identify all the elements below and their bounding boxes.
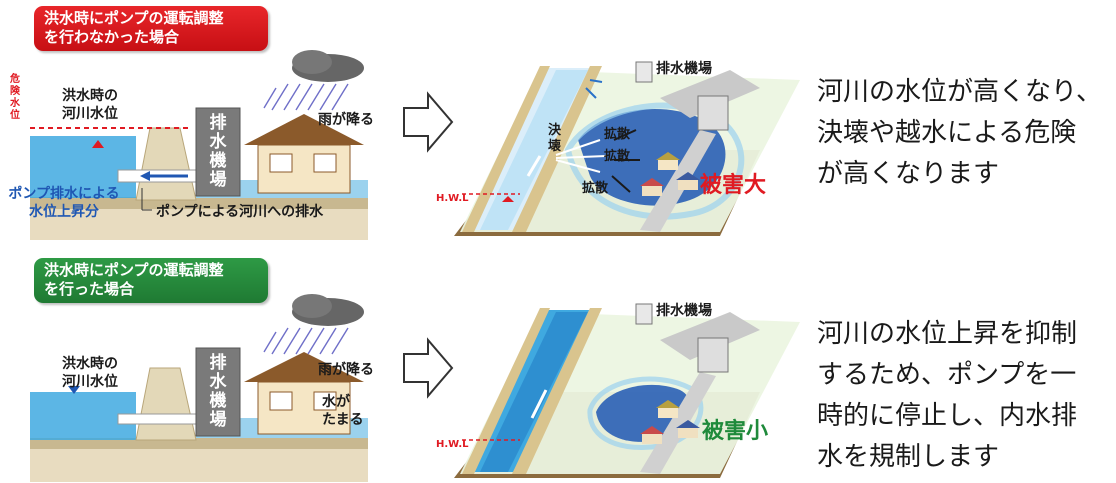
svg-text:場: 場 — [210, 170, 227, 190]
desc-line-1: 河川の水位上昇を抑制 — [817, 319, 1078, 349]
svg-text:河川水位: 河川水位 — [62, 373, 118, 390]
description-no-adjustment: 河川の水位が高くなり、 決壊や越水による危険 が高くなります — [817, 72, 1102, 195]
svg-text:拡散: 拡散 — [582, 180, 609, 196]
description-with-adjustment: 河川の水位上昇を抑制 するため、ポンプを一 時的に停止し、内水排 水を規制します — [817, 314, 1077, 478]
pooling-label: 水が たまる — [322, 393, 364, 428]
svg-text:洪水時の: 洪水時の — [62, 87, 118, 104]
desc-line-4: 水を規制します — [817, 442, 1000, 472]
rain-label: 雨が降る — [318, 361, 374, 378]
svg-text:水が: 水が — [322, 393, 351, 410]
breach-label: 決 壊 — [548, 122, 562, 154]
svg-text:拡散: 拡散 — [604, 148, 631, 164]
svg-text:水: 水 — [9, 96, 21, 109]
rain-label: 雨が降る — [318, 111, 374, 128]
svg-text:危: 危 — [10, 72, 20, 85]
scenario-title-with-adjustment: 洪水時にポンプの運転調整 を行った場合 — [34, 258, 268, 303]
pump-drain-label: ポンプによる河川への排水 — [156, 203, 324, 220]
transition-arrow — [403, 91, 454, 153]
svg-text:河川水位: 河川水位 — [62, 105, 118, 122]
danger-level-label: 危 険 水 位 — [9, 72, 21, 121]
svg-text:機: 機 — [210, 390, 227, 411]
desc-line-2: するため、ポンプを一 — [817, 360, 1077, 390]
svg-text:決: 決 — [548, 122, 562, 138]
svg-text:水位上昇分: 水位上昇分 — [29, 203, 99, 220]
spread-labels: 拡散 拡散 拡散 — [582, 126, 631, 196]
isometric-scene-flooded — [454, 61, 800, 236]
transition-arrow — [403, 337, 454, 399]
title-line-2: を行った場合 — [44, 280, 135, 298]
svg-text:拡散: 拡散 — [604, 126, 631, 142]
scenario-title-no-adjustment: 洪水時にポンプの運転調整 を行わなかった場合 — [34, 6, 268, 51]
pump-station-label: 排 水 機 場 — [210, 112, 228, 190]
desc-line-3: が高くなります — [817, 159, 1000, 189]
isometric-scene-controlled — [454, 303, 800, 478]
svg-text:洪水時の: 洪水時の — [62, 355, 118, 372]
svg-text:険: 険 — [10, 84, 21, 97]
pump-station-3d-label: 排水機場 — [656, 302, 712, 319]
svg-text:排: 排 — [210, 352, 227, 373]
svg-text:水: 水 — [210, 131, 228, 152]
scenario-with-adjustment: 洪水時にポンプの運転調整 を行った場合 — [0, 242, 1116, 483]
svg-text:水: 水 — [210, 371, 228, 392]
pump-station-3d-label: 排水機場 — [656, 60, 712, 77]
cross-section-left — [30, 294, 368, 482]
desc-line-2: 決壊や越水による危険 — [817, 118, 1077, 148]
svg-text:排: 排 — [210, 112, 227, 133]
pump-rise-label: ポンプ排水による 水位上昇分 — [8, 185, 119, 220]
damage-large-label: 被害大 — [700, 172, 766, 198]
desc-line-3: 時的に停止し、内水排 — [817, 401, 1078, 431]
title-line-1: 洪水時にポンプの運転調整 — [44, 261, 224, 279]
cross-section-left — [30, 50, 368, 240]
hwl-label: H.W.L — [436, 439, 469, 450]
svg-text:ポンプ排水による: ポンプ排水による — [8, 185, 119, 202]
svg-text:たまる: たまる — [322, 412, 364, 428]
desc-line-1: 河川の水位が高くなり、 — [817, 77, 1102, 107]
svg-text:位: 位 — [10, 108, 20, 121]
scenario-no-adjustment: 洪水時にポンプの運転調整 を行わなかった場合 — [0, 0, 1116, 241]
svg-text:壊: 壊 — [548, 138, 562, 154]
diagram-no-adjustment: 危 険 水 位 洪水時の 河川水位 排 水 機 場 雨が降る ポンプ排水による … — [8, 50, 800, 240]
title-line-1: 洪水時にポンプの運転調整 — [44, 9, 224, 27]
svg-text:場: 場 — [210, 410, 227, 430]
flood-river-level-label: 洪水時の 河川水位 — [62, 355, 118, 390]
svg-text:機: 機 — [210, 150, 227, 171]
title-line-2: を行わなかった場合 — [44, 28, 180, 46]
diagram-with-adjustment: 洪水時の 河川水位 排 水 機 場 雨が降る 水が たまる — [30, 294, 800, 482]
flood-river-level-label: 洪水時の 河川水位 — [62, 87, 118, 122]
damage-small-label: 被害小 — [702, 418, 768, 444]
pump-station-label: 排 水 機 場 — [210, 352, 228, 430]
hwl-label: H.W.L — [436, 193, 469, 204]
